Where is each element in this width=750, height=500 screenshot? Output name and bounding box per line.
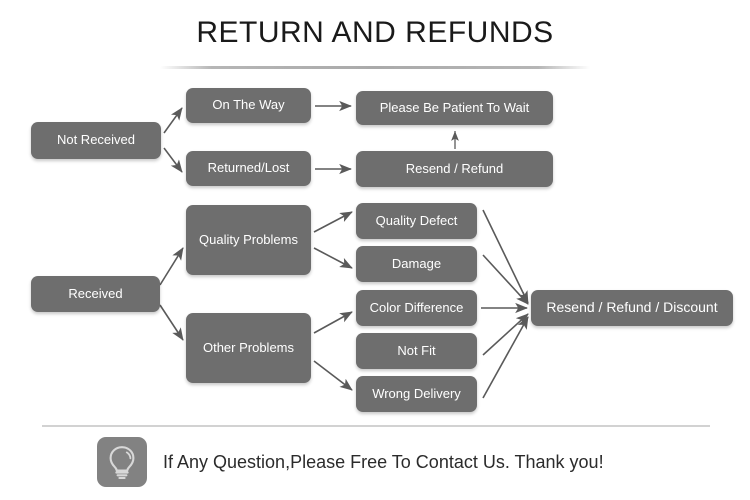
node-resend-refund[interactable]: Resend / Refund xyxy=(356,151,553,187)
node-quality-defect[interactable]: Quality Defect xyxy=(356,203,477,239)
node-returned-lost[interactable]: Returned/Lost xyxy=(186,151,311,186)
node-quality-problems[interactable]: Quality Problems xyxy=(186,205,311,275)
node-not-received[interactable]: Not Received xyxy=(31,122,161,159)
footer: If Any Question,Please Free To Contact U… xyxy=(97,437,604,487)
node-received[interactable]: Received xyxy=(31,276,160,312)
footer-divider xyxy=(42,425,710,427)
node-other-problems[interactable]: Other Problems xyxy=(186,313,311,383)
node-resend-refund-discount[interactable]: Resend / Refund / Discount xyxy=(531,290,733,326)
node-on-the-way[interactable]: On The Way xyxy=(186,88,311,123)
node-please-be-patient-to-wait[interactable]: Please Be Patient To Wait xyxy=(356,91,553,125)
footer-text: If Any Question,Please Free To Contact U… xyxy=(163,451,604,472)
node-damage[interactable]: Damage xyxy=(356,246,477,282)
lightbulb-icon xyxy=(97,437,147,487)
title-divider xyxy=(160,66,590,69)
node-not-fit[interactable]: Not Fit xyxy=(356,333,477,369)
node-wrong-delivery[interactable]: Wrong Delivery xyxy=(356,376,477,412)
node-color-difference[interactable]: Color Difference xyxy=(356,290,477,326)
page-title: RETURN AND REFUNDS xyxy=(196,16,554,49)
